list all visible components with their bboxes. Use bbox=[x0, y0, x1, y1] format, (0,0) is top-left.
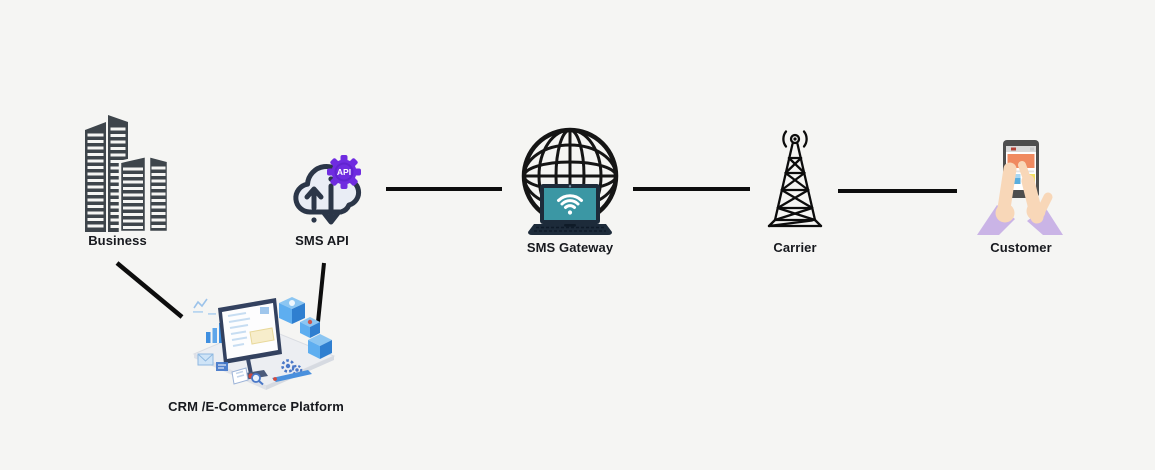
crm-clipboard bbox=[231, 367, 249, 385]
left-hand bbox=[977, 162, 1017, 235]
api-gear-badge: API bbox=[327, 155, 361, 189]
crm-cubes bbox=[279, 297, 332, 359]
business-label: Business bbox=[88, 233, 147, 248]
crm-monitor bbox=[218, 298, 282, 380]
crm-label: CRM /E-Commerce Platform bbox=[168, 399, 344, 414]
sms-gateway-label: SMS Gateway bbox=[526, 240, 614, 255]
crm-magnifier bbox=[251, 373, 264, 386]
crm-envelope bbox=[197, 353, 214, 366]
crm-gears bbox=[281, 359, 303, 376]
radio-tower-icon bbox=[765, 128, 825, 236]
hands-holding-phone-icon bbox=[975, 135, 1065, 235]
globe-laptop-icon bbox=[514, 108, 626, 236]
laptop bbox=[528, 184, 612, 235]
right-hand bbox=[1018, 161, 1063, 235]
api-badge-text: API bbox=[337, 167, 351, 177]
sms-api-label: SMS API bbox=[295, 233, 349, 248]
connector-business-crm bbox=[115, 261, 184, 319]
crm-bar-chart bbox=[193, 298, 224, 343]
crm-blue-bar bbox=[272, 370, 312, 382]
customer-label: Customer bbox=[990, 240, 1052, 255]
crm-platform-illustration bbox=[188, 292, 338, 392]
carrier-label: Carrier bbox=[773, 240, 817, 255]
wifi-icon bbox=[557, 194, 583, 209]
cloud-api-icon: API bbox=[291, 150, 375, 240]
office-buildings-icon bbox=[82, 113, 170, 233]
